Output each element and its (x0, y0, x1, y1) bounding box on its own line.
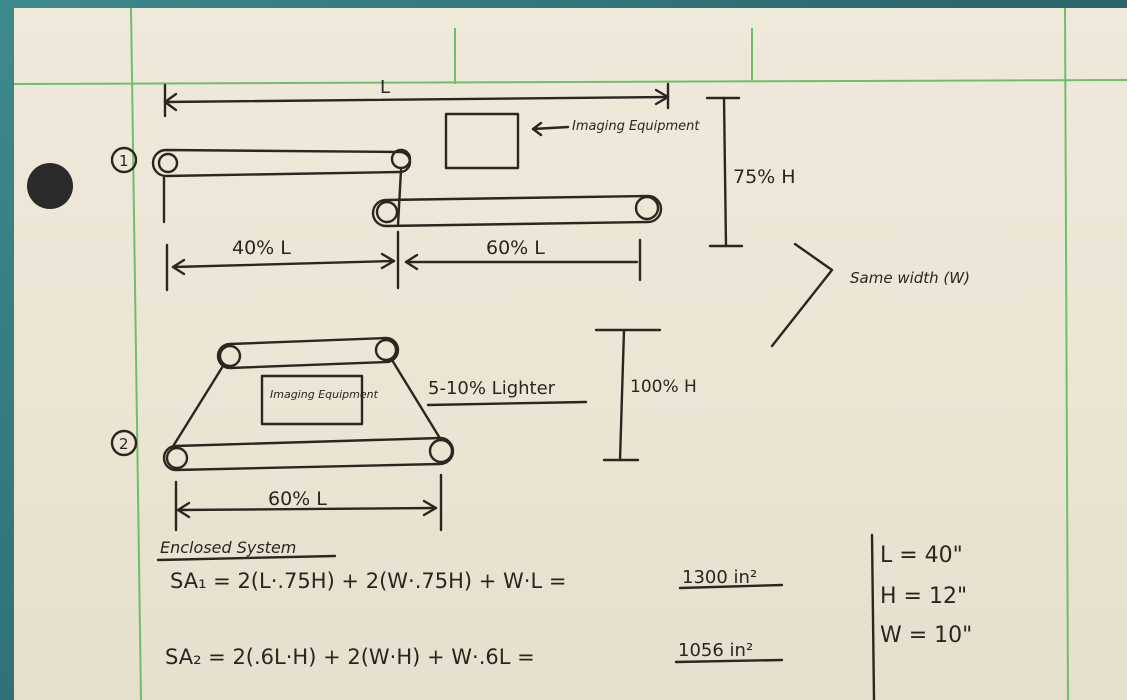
lighter-underline (428, 402, 586, 405)
conveyor-bottom-large (164, 438, 453, 470)
sa1-result: 1300 in² (682, 567, 757, 588)
givens-bracket (872, 535, 874, 700)
support-right (392, 360, 441, 440)
width-60-label: 60% L (486, 237, 545, 259)
step1-number: 1 (119, 152, 129, 170)
step2-number: 2 (119, 435, 129, 453)
sa2-result: 1056 in² (678, 640, 753, 661)
enclosed-system-heading: Enclosed System (160, 538, 296, 557)
conveyor-lower (373, 196, 661, 226)
width-60-bottom-label: 60% L (268, 488, 327, 510)
conveyor-top-small (218, 338, 398, 368)
punch-hole (27, 163, 73, 209)
given-length: L = 40" (880, 543, 963, 568)
imaging-equipment-box (446, 114, 518, 168)
given-width: W = 10" (880, 623, 972, 648)
length-label: L (380, 77, 390, 98)
lighter-label: 5-10% Lighter (428, 378, 556, 399)
arrow-to-equipment (533, 127, 568, 129)
width-40-label: 40% L (232, 237, 291, 259)
frame-line (398, 170, 401, 225)
sa2-formula: SA₂ = 2(.6L·H) + 2(W·H) + W·.6L = (165, 645, 535, 669)
support-left (172, 366, 223, 448)
given-height: H = 12" (880, 584, 967, 609)
conveyor-upper (153, 150, 410, 176)
height-100-label: 100% H (630, 377, 697, 397)
height-75-label: 75% H (733, 166, 796, 188)
same-width-brace (772, 244, 832, 346)
imaging-equipment-label-2: Imaging Equipment (270, 388, 379, 401)
same-width-label: Same width (W) (850, 269, 970, 287)
sa1-formula: SA₁ = 2(L·.75H) + 2(W·.75H) + W·L = (170, 569, 566, 593)
length-dimension (165, 84, 668, 116)
imaging-equipment-label: Imaging Equipment (572, 119, 700, 134)
